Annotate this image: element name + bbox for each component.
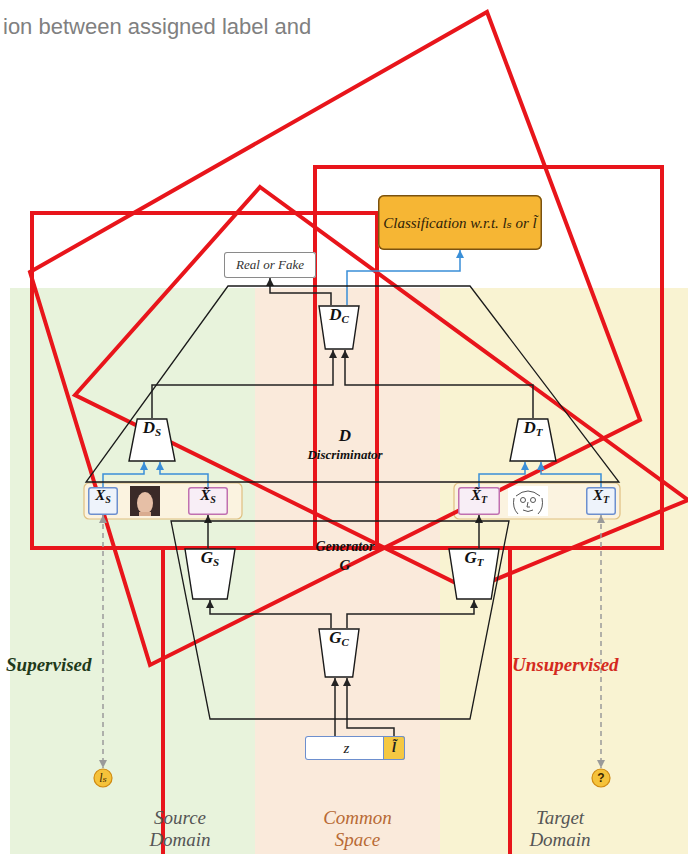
trapezoid-outline [319,306,359,349]
symbol-subscript: S [210,494,216,505]
symbol-letter: D [143,418,155,438]
symbol-subscript: S [105,494,111,505]
symbol-subscript: T [477,556,484,568]
trapezoid-outline [449,549,499,599]
connector [152,350,333,418]
connector [347,678,394,736]
sample-row [454,483,620,519]
symbol-letter: G [329,628,341,648]
classification-box: Classification w.r.t. lₛ or l̃ [378,195,542,250]
symbol-subscript: T [603,494,609,505]
trapezoid-outline [86,286,619,482]
trapezoid-outline [171,521,509,719]
symbol-letter: X̃ [200,487,210,504]
symbol-subscript: T [481,494,487,505]
connector [347,600,474,628]
label-circle: lₛ [93,768,113,788]
source-band [10,288,255,854]
sample-box: X̃T [458,487,500,515]
sub-generator: GC [318,628,360,678]
trapezoid-outline [129,419,175,461]
mode-label: Unsupervised [512,654,619,676]
node-label: ? [597,771,604,785]
label-code-box: l̃ [383,736,405,760]
circle-outline [592,769,610,787]
symbol-letter: X̃ [471,487,481,504]
domain-label: Common Space [300,807,415,851]
face-sketch [508,486,548,516]
sample-box: XS [88,487,118,515]
symbol-letter: X [593,487,603,504]
domain-label: Target Domain [505,807,615,851]
block-title: G [340,557,351,574]
connector [103,462,144,487]
connector [600,515,602,768]
connector [478,515,480,548]
sample-box: X̃S [188,487,228,515]
output-box: Real or Fake [224,252,316,278]
symbol-letter: G [201,548,213,568]
symbol-letter: X [95,487,105,504]
connector [102,515,104,768]
connector [160,462,208,487]
node-label: z [344,740,350,757]
sample-box: XT [586,487,616,515]
block-symbol: Generator [315,539,374,555]
trapezoid-outline [185,549,235,599]
sub-discriminator: DT [509,418,557,462]
discriminator-block: DDiscriminatorDCDSDT [85,285,620,483]
target-band [440,288,688,854]
block-symbol: D [339,426,351,446]
symbol-subscript: T [536,426,543,438]
domain-label: Source Domain [130,807,230,851]
block-title: Discriminator [307,447,382,463]
sub-discriminator: DC [318,305,360,350]
node-label: Real or Fake [236,257,304,273]
label-circle: ? [591,768,611,788]
latent-box: z l̃ [305,736,405,760]
connector [210,600,331,628]
symbol-letter: G [464,548,476,568]
sub-generator: GS [184,548,236,600]
symbol-subscript: C [341,636,348,648]
face-photo [130,486,160,516]
symbol-subscript: S [155,426,161,438]
node-label: Classification w.r.t. lₛ or l̃ [383,214,537,232]
mode-label: Supervised [6,654,92,676]
symbol-letter: D [523,418,535,438]
red-annotation [30,12,688,854]
connector [345,350,533,418]
node-label: l̃ [392,740,396,756]
trapezoid-outline [510,419,556,461]
sub-generator: GT [448,548,500,600]
sample-row [84,483,242,519]
connector [347,250,460,305]
connector [479,462,525,487]
symbol-letter: D [329,305,341,325]
symbol-subscript: S [213,556,219,568]
connector [541,462,601,487]
symbol-subscript: C [341,313,348,325]
circle-outline [94,769,112,787]
trapezoid-outline [319,629,359,677]
connector [334,678,336,736]
heading-fragment: ion between assigned label and [3,14,311,40]
connector [270,278,331,305]
sub-discriminator: DS [128,418,176,462]
generator-block: GeneratorGGSGTGC [170,520,510,720]
common-band [255,288,440,854]
node-label: lₛ [99,771,106,786]
connector [207,515,209,548]
